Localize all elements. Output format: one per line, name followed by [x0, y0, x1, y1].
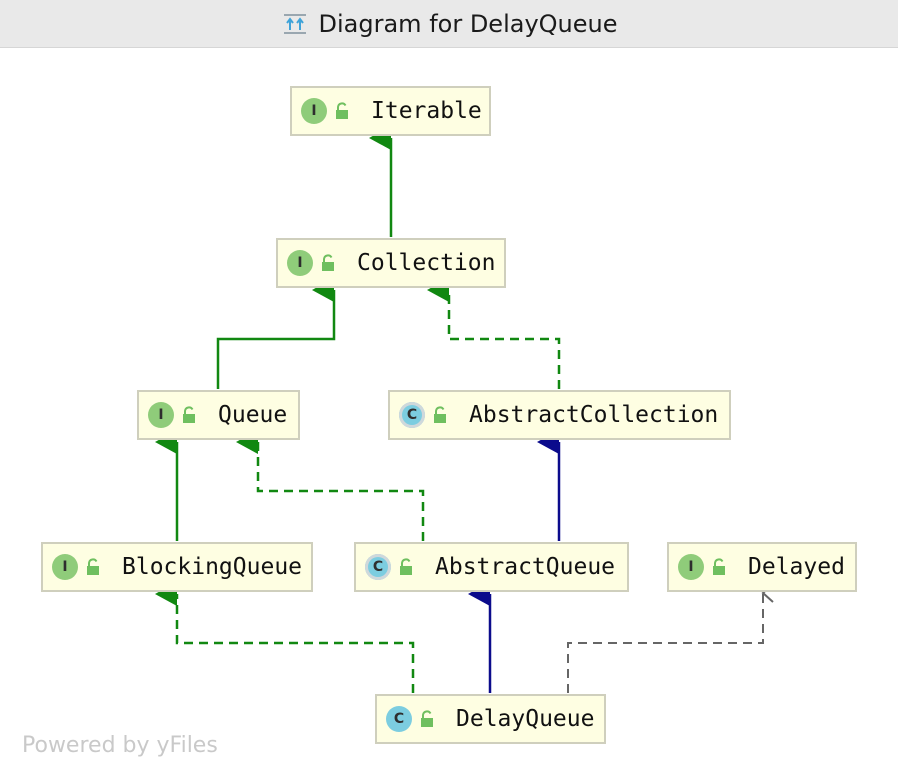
edge-delayqueue-to-blockingqueue [155, 582, 415, 693]
node-label: Delayed [748, 554, 845, 580]
node-label: DelayQueue [456, 706, 595, 732]
abstract-class-badge-icon: C [365, 554, 391, 580]
node-blocking-queue[interactable]: I BlockingQueue [41, 542, 313, 592]
unlock-icon [87, 558, 99, 575]
node-label: Collection [357, 250, 496, 276]
edge-queue-to-collection [216, 278, 336, 389]
title-bar: Diagram for DelayQueue [0, 0, 898, 48]
node-label: Iterable [371, 98, 482, 124]
unlock-icon [183, 406, 195, 423]
unlock-icon [421, 710, 433, 727]
interface-badge-icon: I [52, 554, 78, 580]
interface-badge-icon: I [301, 98, 327, 124]
unlock-icon [336, 102, 348, 119]
powered-by-footer: Powered by yFiles [22, 733, 218, 758]
edge-abstractqueue-to-queue [236, 430, 425, 541]
unlock-icon [713, 558, 725, 575]
window-title: Diagram for DelayQueue [318, 9, 618, 38]
node-delayed[interactable]: I Delayed [667, 542, 857, 592]
node-iterable[interactable]: I Iterable [290, 86, 491, 136]
interface-badge-icon: I [287, 250, 313, 276]
node-abstract-collection[interactable]: C AbstractCollection [388, 390, 731, 440]
edge-delayqueue-to-delayed [567, 583, 774, 693]
hierarchy-diagram-icon [283, 13, 306, 34]
node-label: BlockingQueue [122, 554, 303, 580]
unlock-icon [322, 254, 334, 271]
unlock-icon [400, 558, 412, 575]
node-collection[interactable]: I Collection [276, 238, 506, 288]
node-delay-queue[interactable]: C DelayQueue [375, 694, 606, 744]
node-abstract-queue[interactable]: C AbstractQueue [354, 542, 629, 592]
node-queue[interactable]: I Queue [137, 390, 300, 440]
edge-abstractcollection-to-collection [427, 278, 561, 389]
node-label: AbstractCollection [469, 402, 719, 428]
unlock-icon [434, 406, 446, 423]
interface-badge-icon: I [678, 554, 704, 580]
class-badge-icon: C [386, 706, 412, 732]
node-label: Queue [218, 402, 288, 428]
interface-badge-icon: I [148, 402, 174, 428]
abstract-class-badge-icon: C [399, 402, 425, 428]
node-label: AbstractQueue [435, 554, 616, 580]
